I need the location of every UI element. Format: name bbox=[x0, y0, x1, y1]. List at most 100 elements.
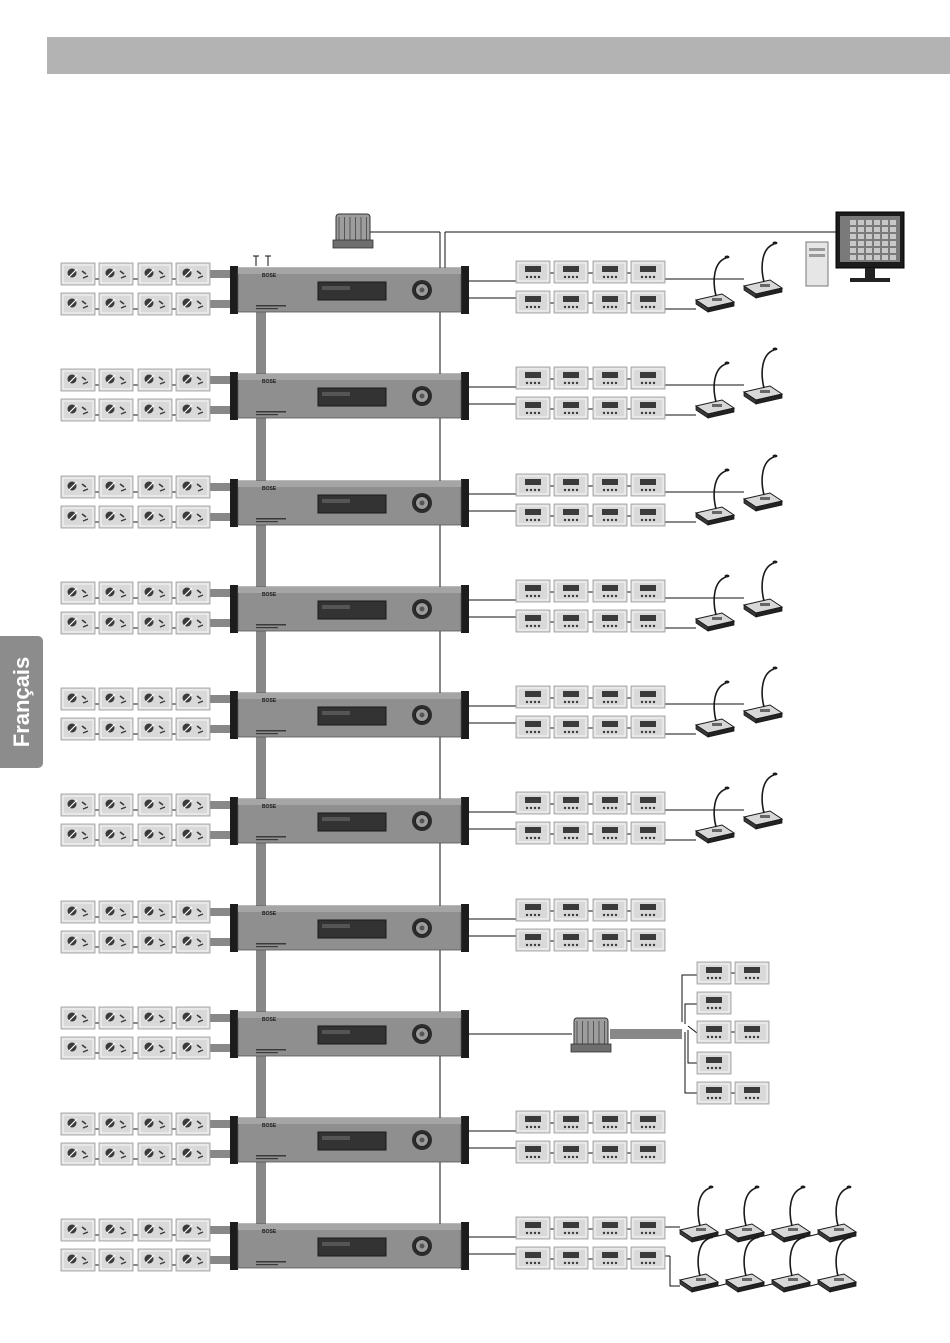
speaker-wall-plate-icon bbox=[176, 718, 210, 740]
speaker-wall-plate-icon bbox=[99, 582, 133, 604]
paging-microphone-icon bbox=[696, 256, 734, 313]
rack-amplifier-icon: BOSE bbox=[230, 904, 469, 952]
speaker-wall-plate-icon bbox=[61, 794, 95, 816]
zone-control-panel-icon bbox=[554, 1247, 588, 1269]
zone-control-panel-icon bbox=[516, 504, 550, 526]
zone-control-panel-icon bbox=[631, 610, 665, 632]
speaker-wall-plate-icon bbox=[61, 612, 95, 634]
zone-control-panel-icon bbox=[631, 1141, 665, 1163]
zone-control-panel-icon bbox=[554, 686, 588, 708]
zone-control-panel-icon bbox=[554, 291, 588, 313]
speaker-wall-plate-icon bbox=[99, 901, 133, 923]
speaker-wall-plate-icon bbox=[61, 263, 95, 285]
zone-control-panel-icon bbox=[697, 1021, 731, 1043]
speaker-wall-plate-icon bbox=[138, 1143, 172, 1165]
zone-control-panel-icon bbox=[593, 1141, 627, 1163]
zone-control-panel-icon bbox=[593, 1111, 627, 1133]
speaker-wall-plate-icon bbox=[176, 582, 210, 604]
rack-amplifier-icon: BOSE bbox=[230, 1116, 469, 1164]
zone-control-panel-icon bbox=[697, 992, 731, 1014]
paging-microphone-icon bbox=[744, 455, 782, 512]
zone-control-panel-icon bbox=[516, 1141, 550, 1163]
zone-control-panel-icon bbox=[554, 792, 588, 814]
paging-microphone-icon bbox=[772, 1186, 810, 1243]
speaker-wall-plate-icon bbox=[138, 263, 172, 285]
zone-control-panel-icon bbox=[735, 1082, 769, 1104]
speaker-wall-plate-icon bbox=[61, 1037, 95, 1059]
zone-control-panel-icon bbox=[735, 962, 769, 984]
paging-microphone-icon bbox=[680, 1236, 718, 1293]
speaker-wall-plate-icon bbox=[176, 399, 210, 421]
zone-control-panel-icon bbox=[554, 610, 588, 632]
paging-microphone-icon bbox=[726, 1236, 764, 1293]
zone-control-panel-icon bbox=[631, 1247, 665, 1269]
zone-control-panel-icon bbox=[593, 899, 627, 921]
zone-control-panel-icon bbox=[593, 716, 627, 738]
speaker-wall-plate-icon bbox=[61, 293, 95, 315]
zone-control-panel-icon bbox=[516, 261, 550, 283]
zone-control-panel-icon bbox=[593, 822, 627, 844]
speaker-wall-plate-icon bbox=[176, 369, 210, 391]
zone-control-panel-icon bbox=[631, 1111, 665, 1133]
zone-control-panel-icon bbox=[631, 899, 665, 921]
zone-control-panel-icon bbox=[554, 504, 588, 526]
zone-control-panel-icon bbox=[516, 899, 550, 921]
speaker-wall-plate-icon bbox=[176, 1219, 210, 1241]
speaker-wall-plate-icon bbox=[99, 1219, 133, 1241]
paging-microphone-icon bbox=[744, 242, 782, 299]
speaker-wall-plate-icon bbox=[176, 1113, 210, 1135]
speaker-wall-plate-icon bbox=[138, 931, 172, 953]
paging-microphone-icon bbox=[744, 773, 782, 830]
zone-control-panel-icon bbox=[593, 1217, 627, 1239]
amplifier-brand-logo: BOSE bbox=[262, 804, 277, 810]
zone-control-panel-icon bbox=[593, 1247, 627, 1269]
zone-control-panel-icon bbox=[554, 1217, 588, 1239]
zone-control-panel-icon bbox=[593, 474, 627, 496]
speaker-wall-plate-icon bbox=[138, 794, 172, 816]
zone-control-panel-icon bbox=[554, 1141, 588, 1163]
speaker-wall-plate-icon bbox=[138, 901, 172, 923]
paging-microphone-icon bbox=[696, 362, 734, 419]
paging-microphone-icon bbox=[696, 681, 734, 738]
zone-control-panel-icon bbox=[631, 474, 665, 496]
rack-amplifier-icon: BOSE bbox=[230, 1010, 469, 1058]
amplifier-brand-logo: BOSE bbox=[262, 1123, 277, 1129]
zone-control-panel-icon bbox=[516, 291, 550, 313]
speaker-wall-plate-icon bbox=[61, 476, 95, 498]
zone-control-panel-icon bbox=[593, 504, 627, 526]
zone-control-panel-icon bbox=[593, 686, 627, 708]
amplifier-brand-logo: BOSE bbox=[262, 379, 277, 385]
paging-microphone-icon bbox=[680, 1186, 718, 1243]
zone-control-panel-icon bbox=[516, 367, 550, 389]
speaker-wall-plate-icon bbox=[176, 1249, 210, 1271]
rack-amplifier-icon: BOSE bbox=[230, 797, 469, 845]
zone-control-panel-icon bbox=[516, 1111, 550, 1133]
speaker-wall-plate-icon bbox=[61, 718, 95, 740]
network-router-icon bbox=[333, 214, 373, 248]
speaker-wall-plate-icon bbox=[138, 824, 172, 846]
zone-control-panel-icon bbox=[697, 1052, 731, 1074]
rack-amplifier-icon: BOSE bbox=[230, 479, 469, 527]
speaker-wall-plate-icon bbox=[61, 1219, 95, 1241]
paging-microphone-icon bbox=[696, 575, 734, 632]
speaker-wall-plate-icon bbox=[99, 1007, 133, 1029]
speaker-wall-plate-icon bbox=[99, 931, 133, 953]
speaker-wall-plate-icon bbox=[176, 1143, 210, 1165]
speaker-wall-plate-icon bbox=[61, 369, 95, 391]
amplifier-brand-logo: BOSE bbox=[262, 911, 277, 917]
paging-microphone-icon bbox=[772, 1236, 810, 1293]
amplifier-brand-logo: BOSE bbox=[262, 273, 277, 279]
zone-control-panel-icon bbox=[593, 291, 627, 313]
speaker-wall-plate-icon bbox=[99, 263, 133, 285]
speaker-wall-plate-icon bbox=[99, 718, 133, 740]
zone-control-panel-icon bbox=[593, 261, 627, 283]
zone-control-panel-icon bbox=[593, 580, 627, 602]
paging-microphone-icon bbox=[818, 1236, 856, 1293]
amplifier-brand-logo: BOSE bbox=[262, 486, 277, 492]
speaker-wall-plate-icon bbox=[176, 612, 210, 634]
speaker-wall-plate-icon bbox=[176, 794, 210, 816]
speaker-wall-plate-icon bbox=[99, 369, 133, 391]
speaker-wall-plate-icon bbox=[61, 1249, 95, 1271]
speaker-wall-plate-icon bbox=[138, 1007, 172, 1029]
